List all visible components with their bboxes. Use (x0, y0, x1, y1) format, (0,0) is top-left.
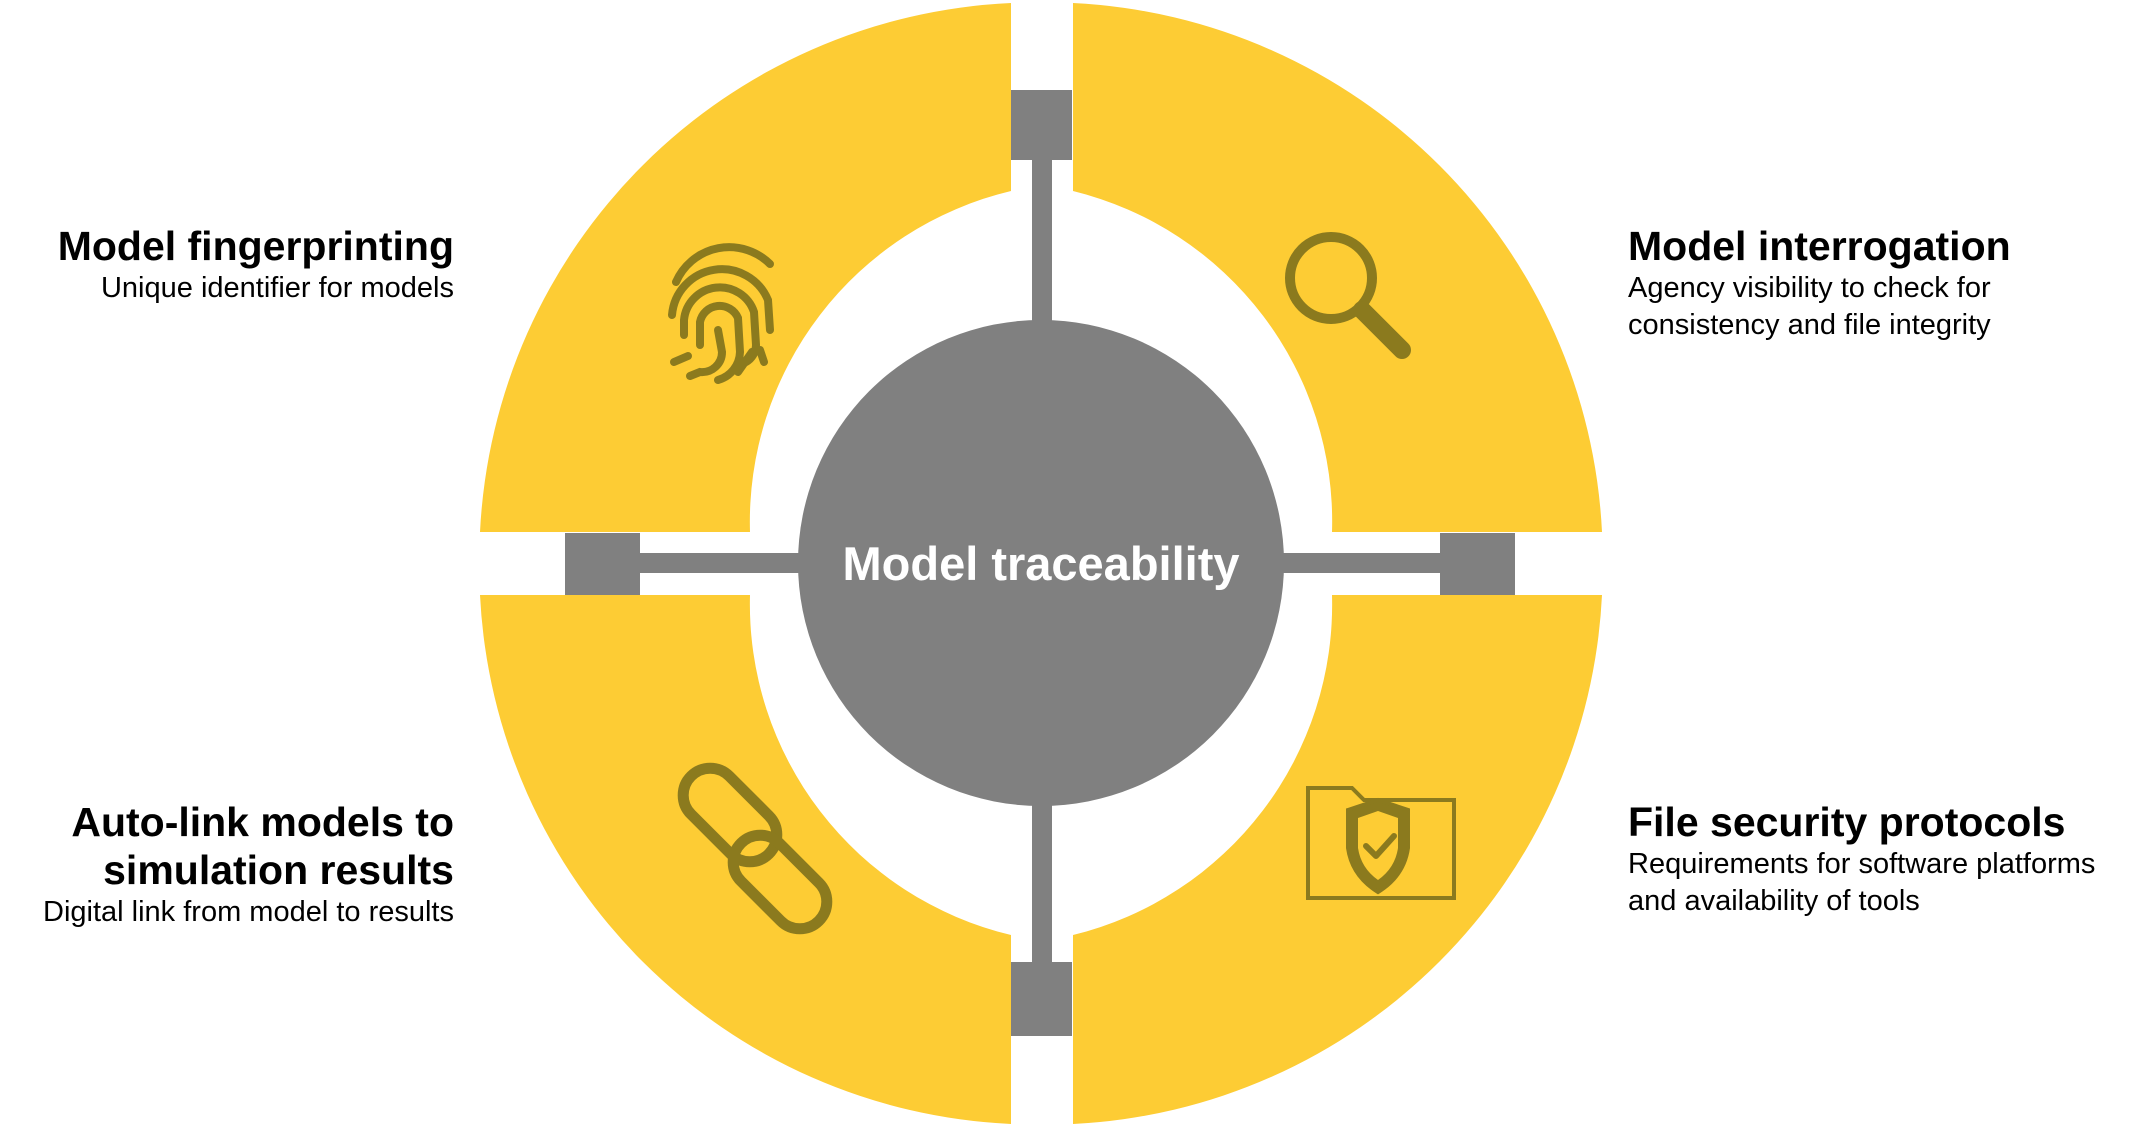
label-auto-link: Auto-link models to simulation results D… (43, 798, 454, 931)
quadrant-description: Digital link from model to results (43, 896, 454, 928)
quadrant-description-line-2: consistency and file integrity (1628, 309, 1991, 341)
segment-bottom-right (1073, 595, 1602, 1124)
quadrant-description: Unique identifier for models (100, 272, 454, 304)
segment-top-left (480, 3, 1011, 532)
label-file-security: File security protocols Requirements for… (1628, 798, 2095, 920)
spoke-top (1032, 155, 1052, 335)
segment-top-right (1073, 3, 1602, 532)
connector-bottom (1010, 962, 1072, 1036)
center-label: Model traceability (843, 537, 1240, 590)
quadrant-title-line-1: Auto-link models to (71, 799, 454, 845)
connector-top (1010, 90, 1072, 160)
shield-folder-icon (1306, 786, 1456, 900)
center-hub (798, 320, 1284, 806)
quadrant-description-line-1: Agency visibility to check for (1628, 272, 1991, 304)
spoke-right (1270, 553, 1450, 573)
fingerprint-icon (668, 243, 774, 384)
label-model-fingerprinting: Model fingerprinting Unique identifier f… (58, 222, 454, 307)
quadrant-title: File security protocols (1628, 799, 2066, 845)
quadrant-title-line-2: simulation results (103, 847, 454, 893)
connector-right (1440, 533, 1515, 595)
spoke-bottom (1032, 790, 1052, 970)
magnifier-icon (1285, 232, 1411, 359)
quadrant-title: Model fingerprinting (57, 223, 454, 269)
chain-link-icon (677, 762, 833, 935)
label-model-interrogation: Model interrogation Agency visibility to… (1628, 222, 2011, 344)
spoke-left (635, 553, 815, 573)
quadrant-description-line-1: Requirements for software platforms (1628, 848, 2096, 880)
connector-left (565, 533, 640, 595)
quadrant-title: Model interrogation (1628, 223, 2011, 269)
quadrant-description-line-2: and availability of tools (1628, 885, 1920, 917)
